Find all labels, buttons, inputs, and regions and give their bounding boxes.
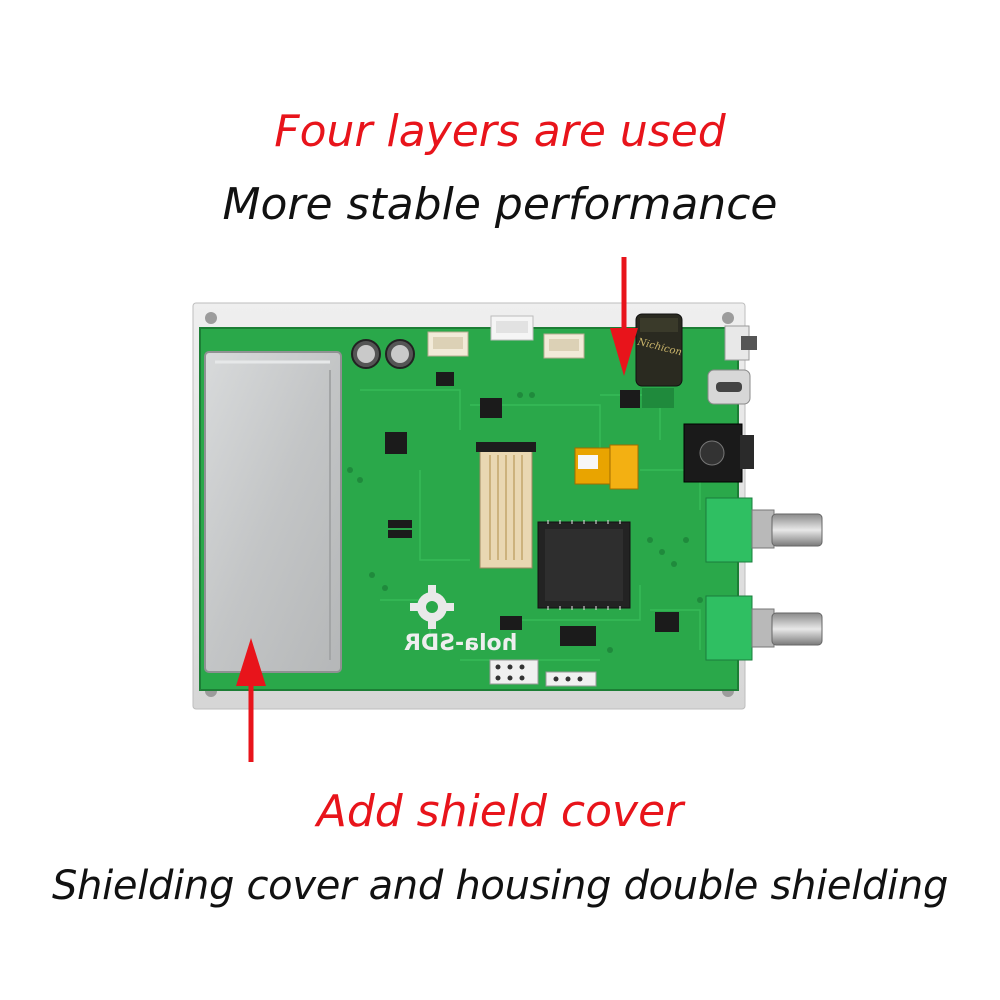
- mcu-chip: [537, 520, 631, 610]
- small-ics: [385, 372, 679, 646]
- shield-cover: [204, 351, 342, 673]
- nichicon-capacitor: Nichicon: [635, 313, 683, 408]
- usb-and-switch: [707, 325, 757, 405]
- electrolytic-capacitors: [351, 339, 415, 369]
- silkscreen-logo: hola-SDR: [404, 631, 517, 656]
- caption-shield-cover: Add shield cover: [316, 786, 684, 837]
- flex-ribbon: [574, 444, 639, 490]
- audio-jack: [683, 423, 754, 483]
- caption-four-layers: Four layers are used: [274, 106, 726, 157]
- jst-connectors: [427, 315, 585, 359]
- header-pins: [489, 659, 597, 687]
- arrow-to-layers-icon: [610, 257, 638, 376]
- caption-stable-performance: More stable performance: [222, 179, 778, 230]
- gear-logo-icon: [410, 585, 454, 629]
- arrow-to-shield-icon: [236, 638, 266, 762]
- caption-double-shielding: Shielding cover and housing double shiel…: [51, 863, 949, 909]
- fpc-connector: [476, 442, 536, 569]
- rotary-encoders: [705, 497, 823, 661]
